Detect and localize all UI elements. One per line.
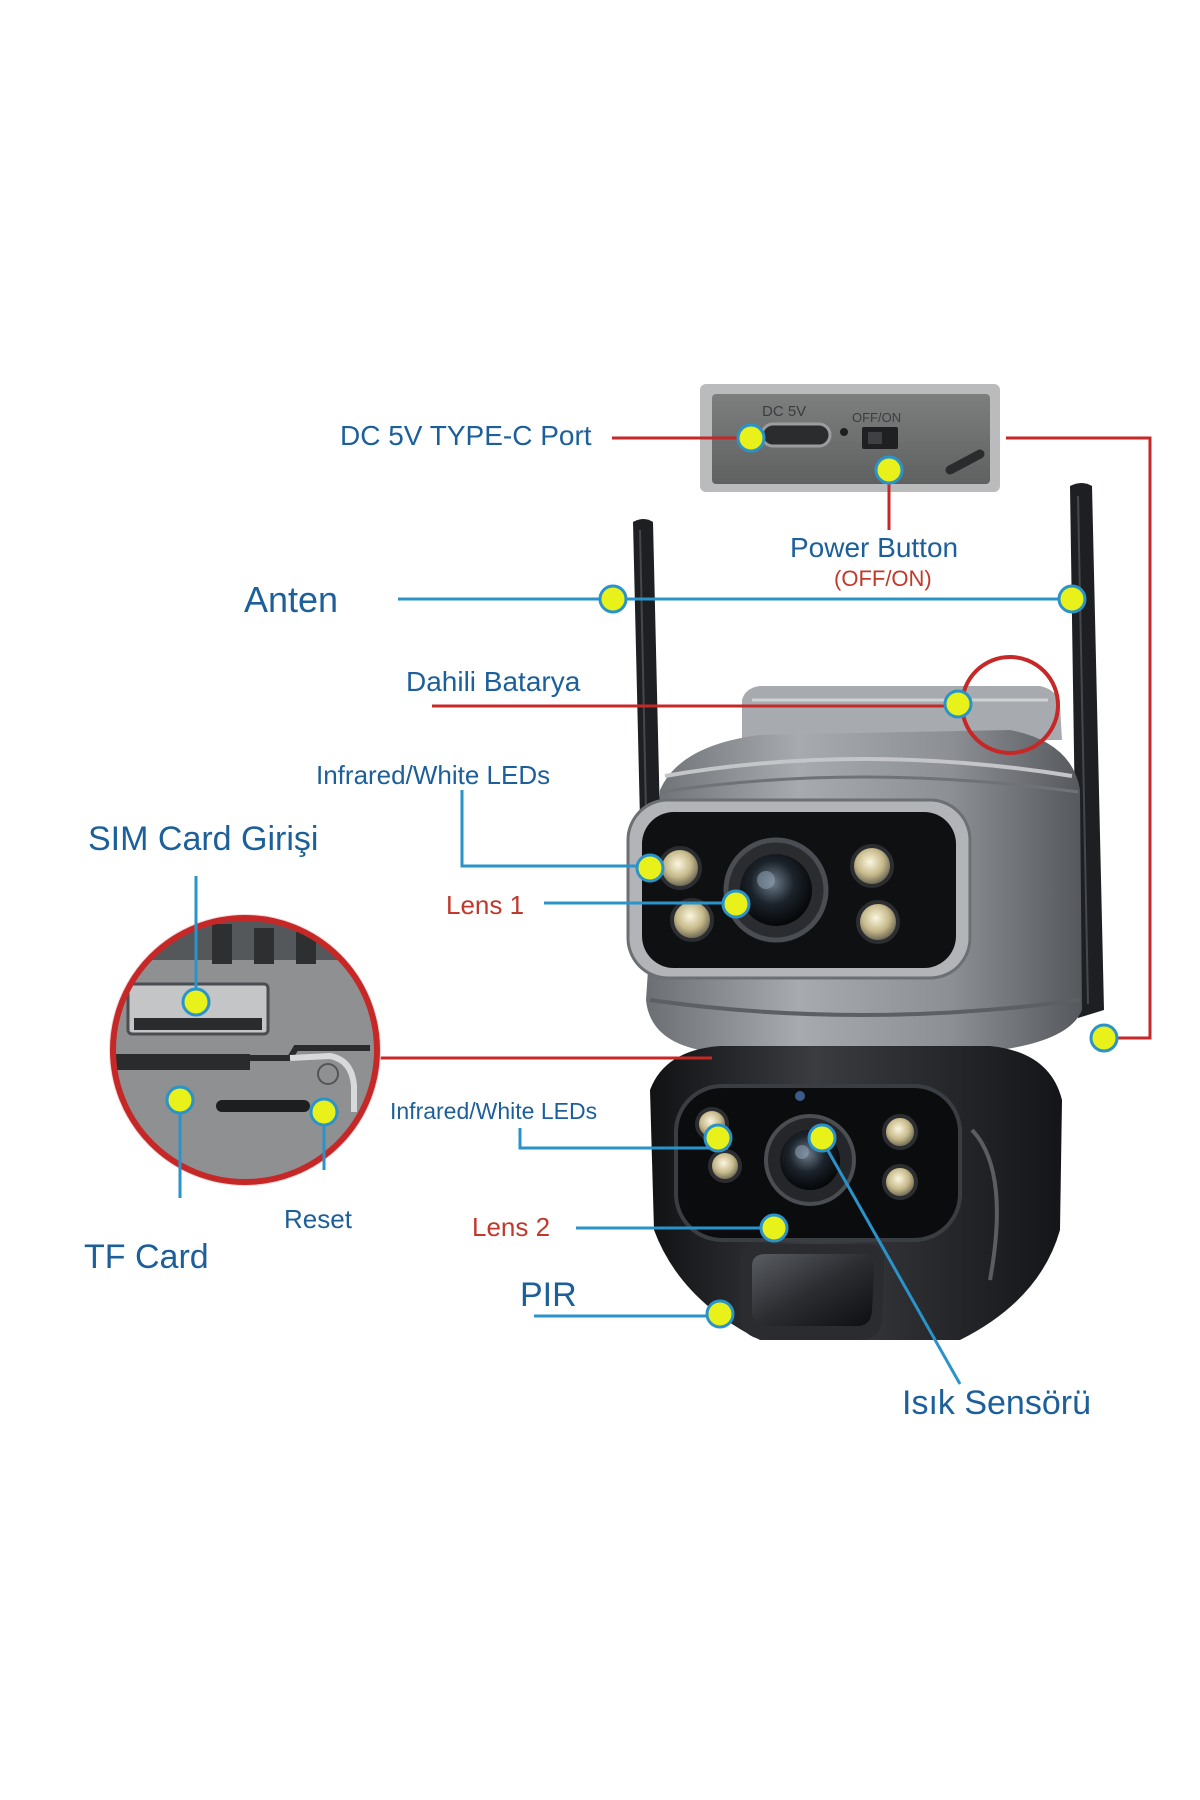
label-pir: PIR — [520, 1276, 577, 1314]
label-battery: Dahili Batarya — [406, 666, 581, 697]
label-sim: SIM Card Girişi — [88, 820, 319, 858]
left-antenna — [633, 519, 660, 820]
label-power-button-sub: (OFF/ON) — [834, 566, 932, 591]
label-power-button: Power Button — [790, 532, 959, 563]
label-leds-bottom: Infrared/White LEDs — [390, 1098, 598, 1124]
battery-housing — [742, 686, 1062, 740]
callout-dots — [165, 423, 1119, 1329]
panel-dc-print: DC 5V — [762, 403, 806, 420]
label-leds-top: Infrared/White LEDs — [316, 760, 551, 790]
label-lens1: Lens 1 — [446, 890, 525, 920]
panel-off-on-print: OFF/ON — [852, 410, 901, 425]
label-lens2: Lens 2 — [472, 1212, 551, 1242]
label-anten: Anten — [244, 579, 339, 620]
lower-body — [650, 1046, 1062, 1340]
label-reset: Reset — [284, 1204, 352, 1234]
port-panel: DC 5V OFF/ON — [700, 384, 1000, 492]
label-tf-card: TF Card — [84, 1238, 209, 1276]
label-dc-port: DC 5V TYPE-C Port — [340, 420, 592, 451]
leader-lines-blue — [178, 597, 1070, 1385]
label-light-sensor: Isık Sensörü — [902, 1384, 1091, 1422]
slot-closeup-inset — [109, 914, 712, 1186]
upper-lens-module — [626, 798, 972, 980]
